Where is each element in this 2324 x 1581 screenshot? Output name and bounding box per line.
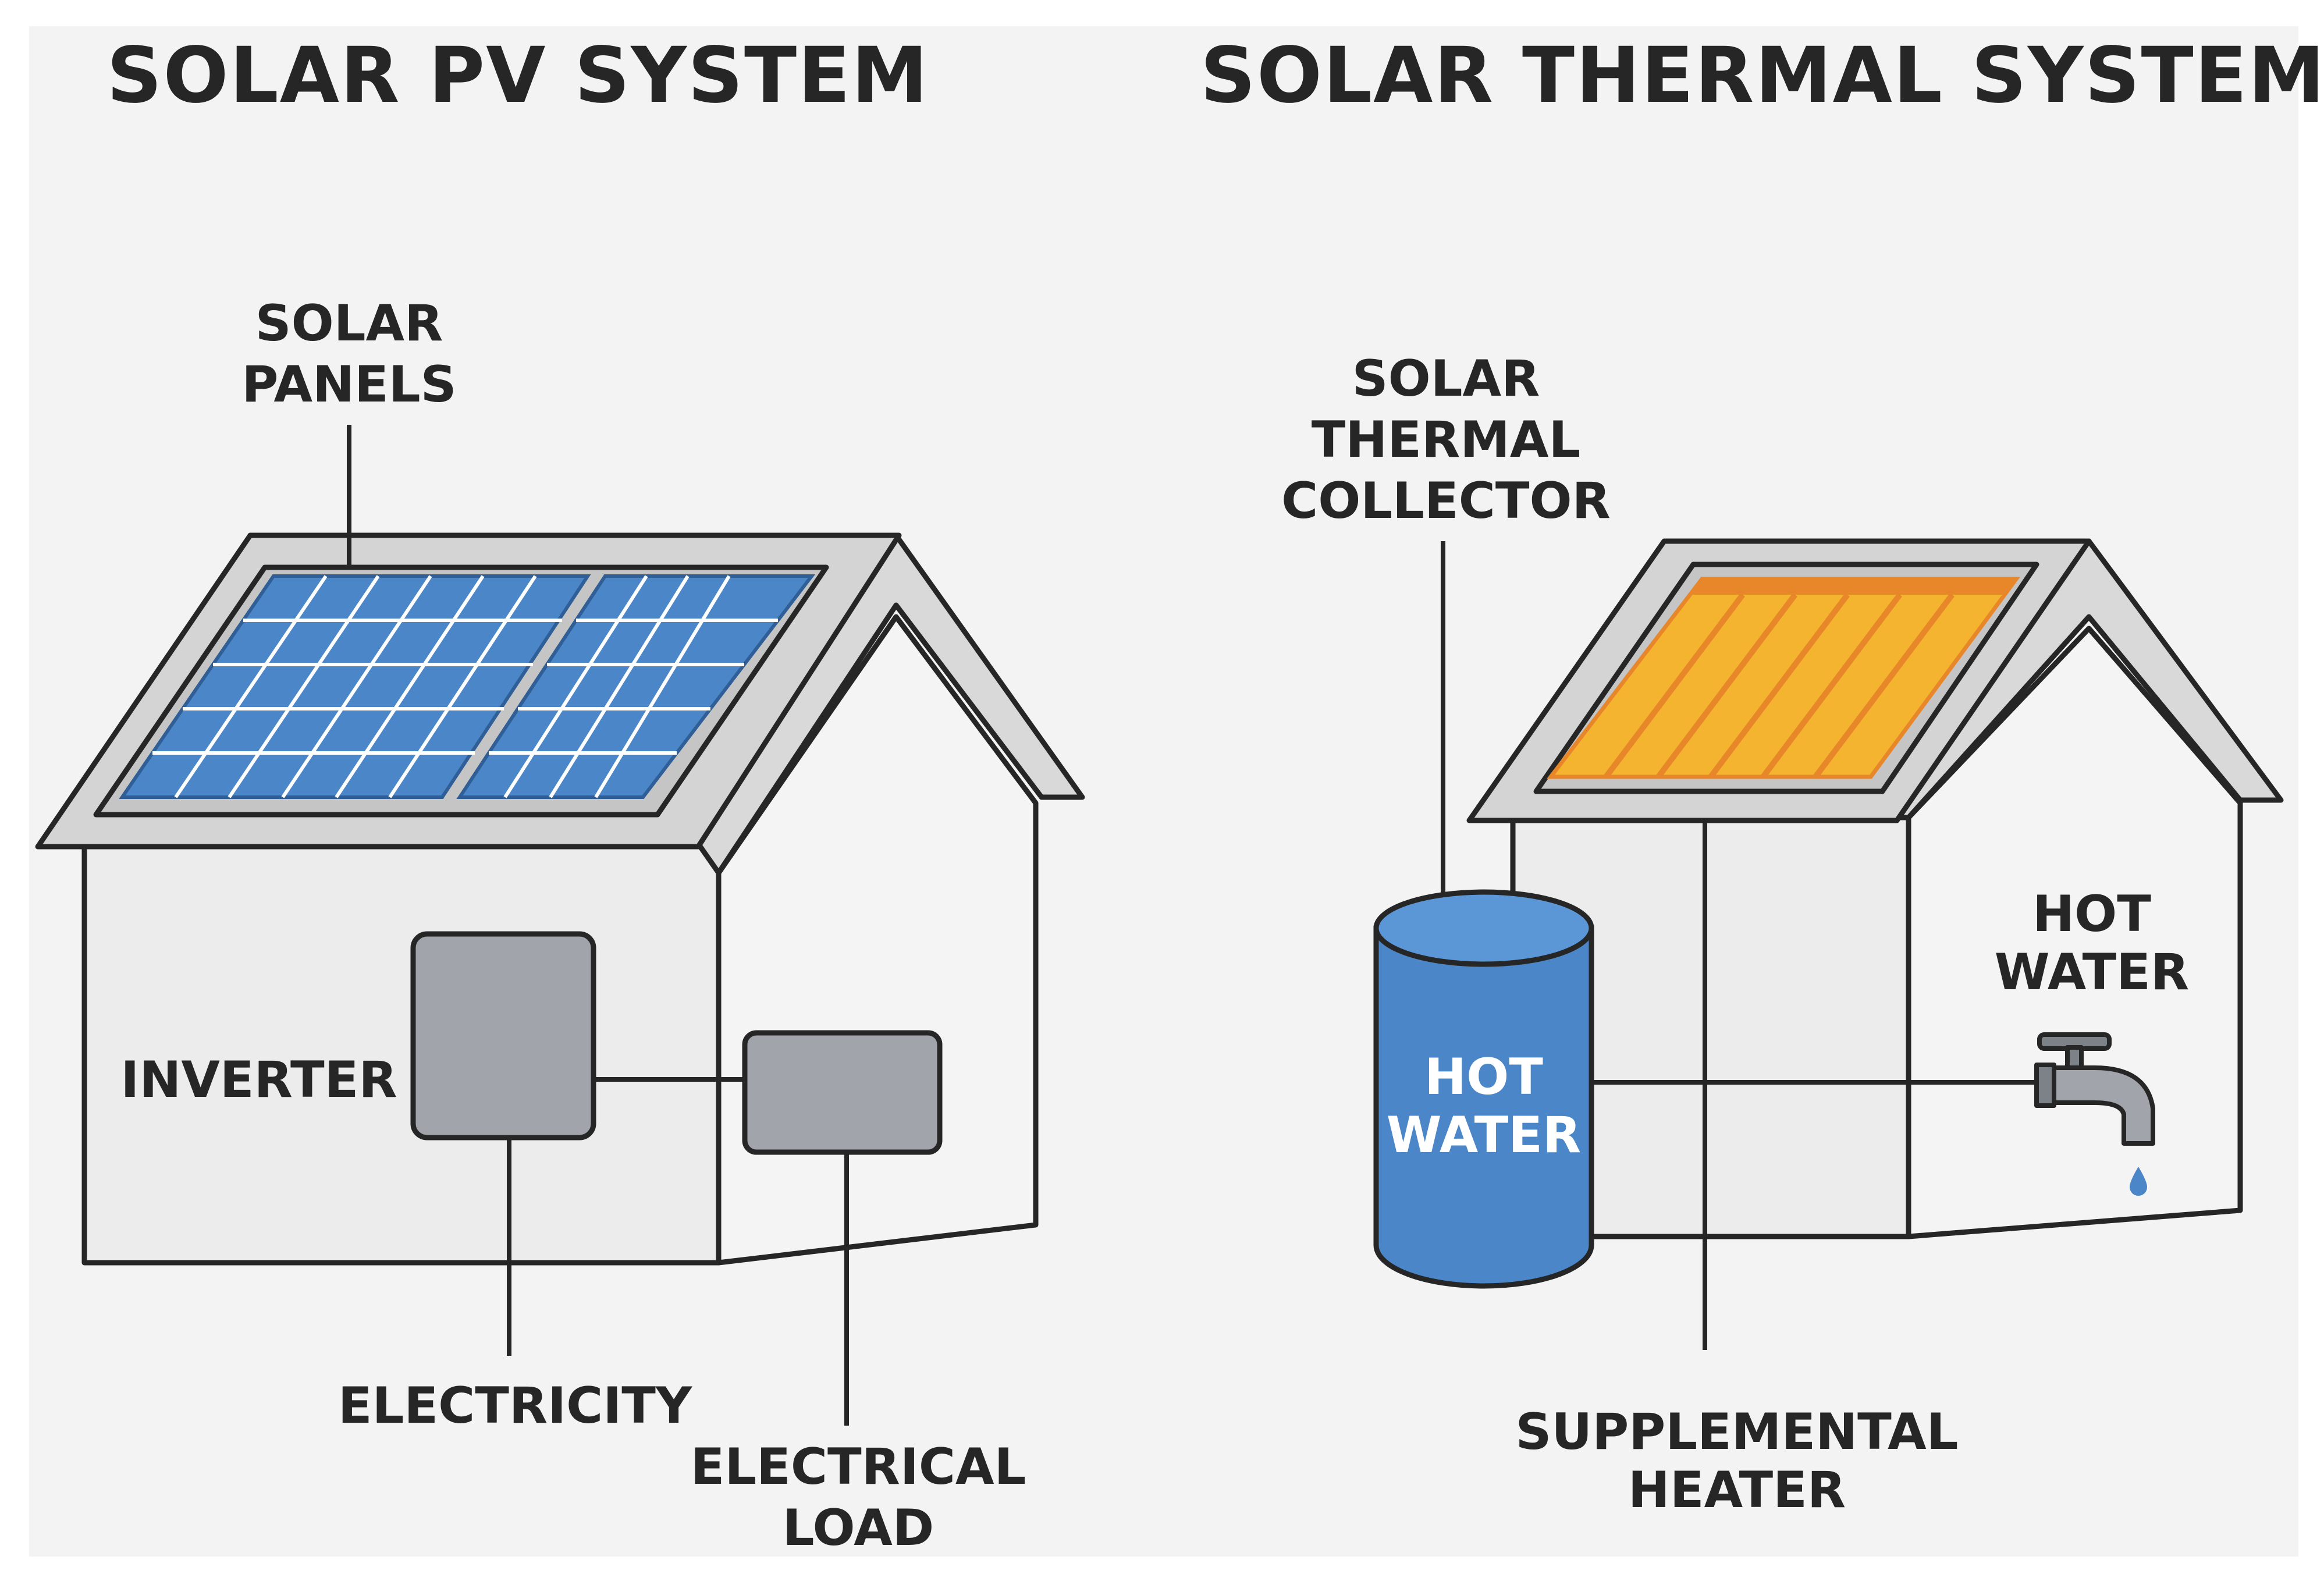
tank-label-line1: HOT — [1424, 1048, 1543, 1106]
inverter-box — [410, 931, 596, 1141]
solar-panels — [119, 574, 816, 799]
label-solar-panels-line2: PANELS — [241, 356, 456, 414]
label-electrical-load-line1: ELECTRICAL — [691, 1438, 1026, 1496]
thermal-pipes — [1441, 541, 2071, 1350]
label-solar-panels-line1: SOLAR — [255, 294, 443, 353]
tank-top — [1373, 889, 1594, 967]
label-supplemental-heater-line1: SUPPLEMENTAL — [1515, 1403, 1958, 1461]
label-collector-line3: COLLECTOR — [1281, 472, 1611, 530]
hot-water-tank — [1373, 889, 1594, 1289]
solar-panel-right — [456, 574, 816, 799]
label-collector-line2: THERMAL — [1312, 411, 1581, 469]
label-hot-water-line1: HOT — [2032, 885, 2151, 943]
collector-header-strip — [1690, 579, 2016, 595]
faucet-icon — [2034, 1032, 2155, 1146]
pv-leader-lines — [347, 425, 849, 1426]
label-electricity: ELECTRICITY — [338, 1377, 693, 1435]
pv-system-title: SOLAR PV SYSTEM — [106, 31, 929, 120]
label-supplemental-heater-line2: HEATER — [1628, 1461, 1846, 1519]
label-hot-water-line2: WATER — [1995, 943, 2190, 1001]
water-drop-icon — [2130, 1167, 2147, 1196]
label-collector-line1: SOLAR — [1352, 350, 1540, 408]
tank-label-line2: WATER — [1387, 1106, 1582, 1164]
electrical-load-box — [742, 1030, 943, 1155]
thermal-system-title: SOLAR THERMAL SYSTEM — [1200, 31, 2324, 120]
collector-tubes — [1604, 592, 1955, 779]
tank-body — [1373, 925, 1594, 1289]
label-inverter: INVERTER — [120, 1051, 397, 1109]
label-electrical-load-line2: LOAD — [783, 1499, 934, 1557]
